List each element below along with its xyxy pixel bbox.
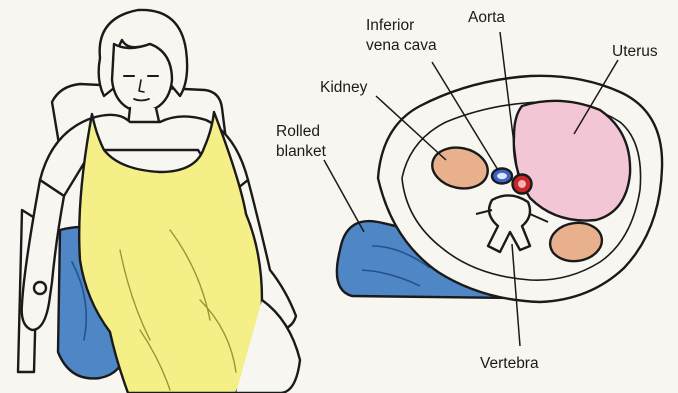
label-blanket: blanket — [276, 143, 327, 160]
label-aorta: Aorta — [468, 9, 505, 26]
leader-blanket — [324, 160, 364, 232]
label-ivc-2: vena cava — [366, 37, 437, 54]
label-rolled: Rolled — [276, 123, 320, 140]
label-kidney: Kidney — [320, 79, 368, 96]
pregnant-woman-figure — [18, 10, 300, 393]
wristwatch — [34, 282, 46, 294]
label-ivc-1: Inferior — [366, 17, 414, 34]
label-uterus: Uterus — [612, 43, 658, 60]
label-vertebra: Vertebra — [480, 355, 539, 372]
cross-section-figure — [337, 76, 662, 302]
